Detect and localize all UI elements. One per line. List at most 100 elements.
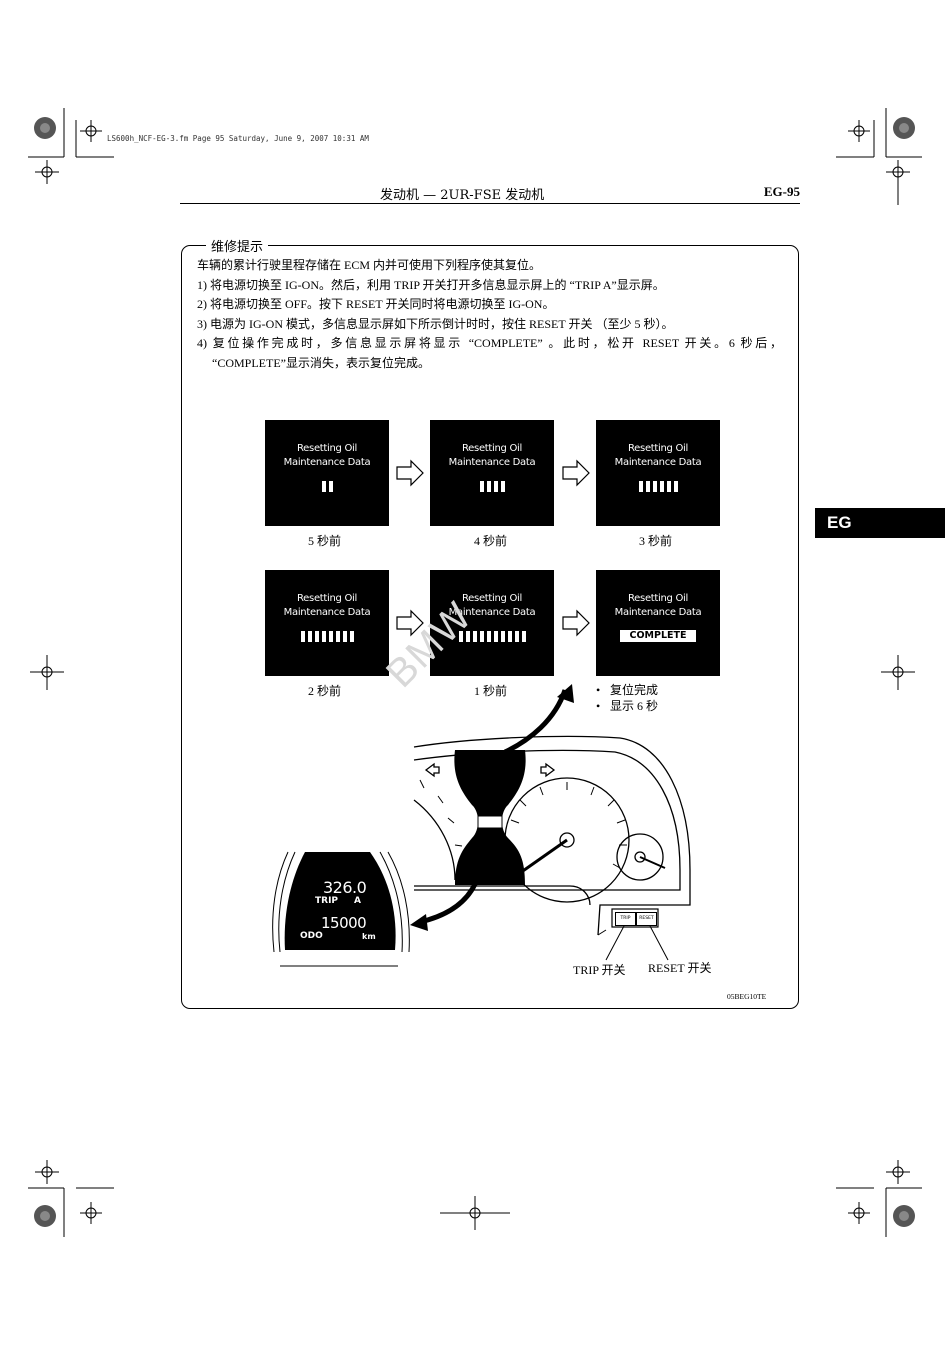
note-line: 4) 复位操作完成时，多信息显示屏将显示 “COMPLETE” 。此时，松开 R…	[197, 336, 782, 350]
progress-bar-segment	[666, 481, 671, 492]
page-number: EG-95	[763, 184, 800, 199]
progress-bar-segment	[507, 631, 512, 642]
progress-bar-segment	[342, 631, 347, 642]
bullet-item: 显示 6 秒	[596, 698, 658, 714]
progress-bars	[265, 481, 389, 492]
right-arrow-icon	[396, 459, 424, 487]
display-screen-2s: Resetting Oil Maintenance Data	[265, 570, 389, 676]
progress-bar-segment	[493, 631, 498, 642]
right-arrow-icon	[562, 609, 590, 637]
progress-bar-segment	[673, 481, 678, 492]
progress-bar-segment	[486, 481, 491, 492]
progress-bar-segment	[328, 481, 333, 492]
progress-bar-segment	[486, 631, 491, 642]
odo-value: 15000	[321, 914, 367, 932]
progress-bar-segment	[300, 631, 305, 642]
trip-value: 326.0	[323, 878, 367, 897]
curved-arrow-icon	[419, 876, 481, 925]
progress-bar-segment	[638, 481, 643, 492]
progress-bar-segment	[465, 631, 470, 642]
display-screen-1s: Resetting Oil Maintenance Data	[430, 570, 554, 676]
right-arrows	[396, 459, 590, 637]
progress-bars	[430, 481, 554, 492]
screen-line-1: Resetting Oil	[627, 443, 689, 454]
progress-bar-segment	[328, 631, 333, 642]
note-line: 2) 将电源切换至 OFF。按下 RESET 开关同时将电源切换至 IG-ON。	[197, 297, 555, 311]
screen-line-1: Resetting Oil	[296, 443, 358, 454]
note-line: 车辆的累计行驶里程存储在 ECM 内并可使用下列程序使其复位。	[197, 258, 542, 272]
caption-2s: 2 秒前	[308, 684, 342, 698]
progress-bar-segment	[307, 631, 312, 642]
progress-bar-segment	[479, 481, 484, 492]
trip-switch-label: TRIP 开关	[573, 963, 626, 977]
progress-bar-segment	[493, 481, 498, 492]
display-screen-complete: Resetting Oil Maintenance Data COMPLETE	[596, 570, 720, 676]
display-screen-5s: Resetting Oil Maintenance Data	[265, 420, 389, 526]
curved-arrow-icon	[557, 684, 574, 703]
complete-badge: COMPLETE	[620, 630, 696, 642]
figure-code: 05BEG10TE	[727, 992, 767, 1001]
progress-bar-segment	[645, 481, 650, 492]
progress-bar-segment	[652, 481, 657, 492]
screen-line-1: Resetting Oil	[461, 443, 523, 454]
note-line: “COMPLETE”显示消失，表示复位完成。	[212, 355, 430, 370]
odo-unit: km	[362, 932, 376, 941]
screen-line-2: Maintenance Data	[448, 457, 536, 468]
display-screen-4s: Resetting Oil Maintenance Data	[430, 420, 554, 526]
caption-3s: 3 秒前	[639, 534, 673, 548]
curved-arrow-icon	[410, 914, 428, 931]
progress-bar-segment	[472, 631, 477, 642]
screen-line-2: Maintenance Data	[448, 607, 536, 618]
curved-arrow-icon	[503, 689, 568, 755]
progress-bar-segment	[349, 631, 354, 642]
progress-bars	[265, 631, 389, 642]
service-hint-title: 维修提示	[206, 236, 269, 255]
caption-5s: 5 秒前	[308, 534, 342, 548]
display-screen-3s: Resetting Oil Maintenance Data	[596, 420, 720, 526]
page-header-title: 发动机 — 2UR-FSE 发动机	[380, 188, 545, 203]
caption-1s: 1 秒前	[474, 684, 508, 698]
right-arrow-icon	[562, 459, 590, 487]
progress-bar-segment	[458, 631, 463, 642]
reset-switch-button[interactable]: RESET	[636, 912, 657, 926]
progress-bar-segment	[479, 631, 484, 642]
progress-bar-segment	[659, 481, 664, 492]
header-rule	[180, 203, 800, 204]
trip-id: A	[354, 896, 361, 906]
note-line: 3) 电源为 IG-ON 模式，多信息显示屏如下所示倒计时时，按住 RESET …	[197, 316, 674, 331]
caption-4s: 4 秒前	[474, 534, 508, 548]
progress-bar-segment	[335, 631, 340, 642]
progress-bar-segment	[321, 481, 326, 492]
screen-line-1: Resetting Oil	[461, 593, 523, 604]
screen-line-1: Resetting Oil	[627, 593, 689, 604]
service-hint-box	[181, 245, 799, 1009]
section-tab: EG	[815, 508, 945, 538]
progress-bar-segment	[521, 631, 526, 642]
progress-bar-segment	[314, 631, 319, 642]
screen-line-1: Resetting Oil	[296, 593, 358, 604]
odo-label: ODO	[300, 931, 323, 941]
screen-line-2: Maintenance Data	[614, 607, 702, 618]
progress-bar-segment	[514, 631, 519, 642]
print-info-line: LS600h_NCF-EG-3.fm Page 95 Saturday, Jun…	[107, 134, 369, 143]
reset-switch-label: RESET 开关	[648, 961, 712, 975]
progress-bar-segment	[500, 481, 505, 492]
progress-bar-segment	[500, 631, 505, 642]
screen-line-2: Maintenance Data	[283, 457, 371, 468]
right-arrow-icon	[396, 609, 424, 637]
bullet-item: 复位完成	[596, 682, 658, 698]
progress-bars	[596, 481, 720, 492]
screen-line-2: Maintenance Data	[614, 457, 702, 468]
trip-switch-button[interactable]: TRIP	[615, 912, 636, 926]
screen-line-2: Maintenance Data	[283, 607, 371, 618]
progress-bar-segment	[321, 631, 326, 642]
result-bullets: 复位完成 显示 6 秒	[596, 682, 658, 714]
progress-bars	[430, 631, 554, 642]
note-line: 1) 将电源切换至 IG-ON。然后，利用 TRIP 开关打开多信息显示屏上的 …	[197, 277, 665, 292]
cluster-center-window	[477, 815, 503, 829]
service-hint-text: 车辆的累计行驶里程存储在 ECM 内并可使用下列程序使其复位。 1) 将电源切换…	[197, 256, 782, 373]
odometer-display	[284, 852, 396, 950]
trip-label: TRIP	[315, 896, 339, 906]
